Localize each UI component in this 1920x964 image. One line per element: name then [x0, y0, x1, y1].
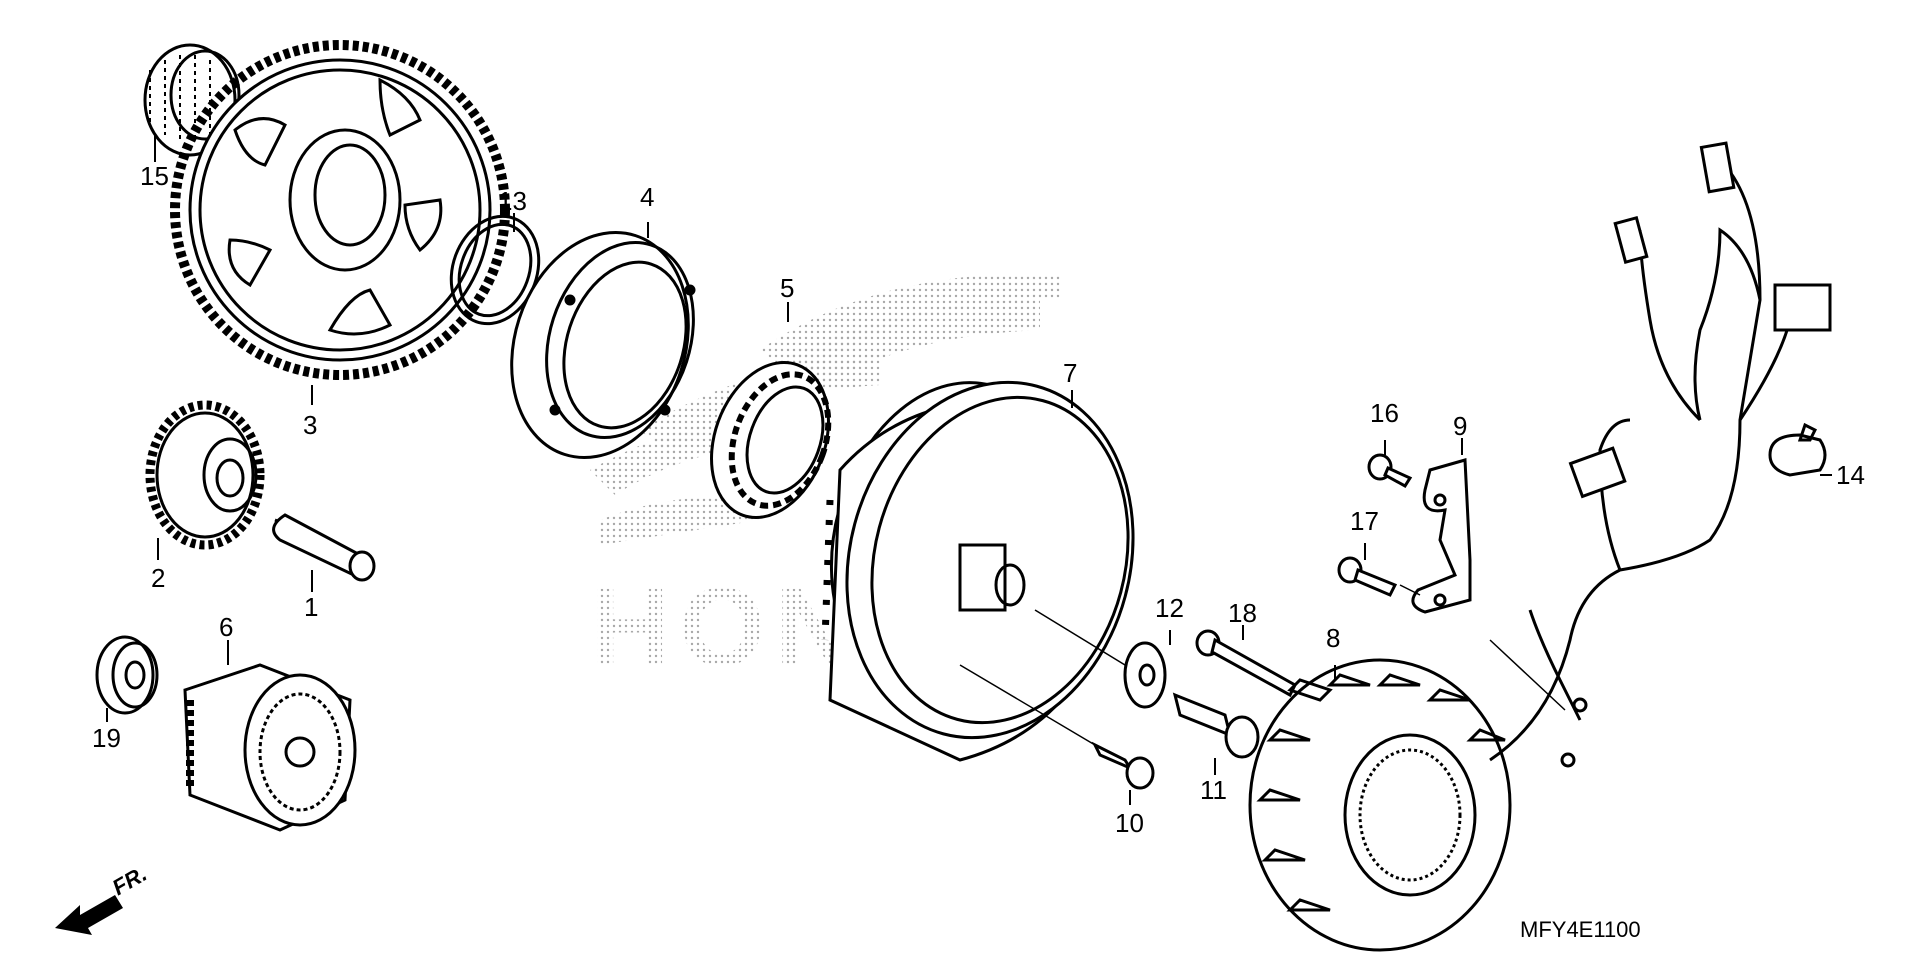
callout-18: 18	[1228, 598, 1257, 628]
bolt-part-17	[1337, 543, 1421, 597]
washer-part-12	[1034, 609, 1171, 709]
callout-4: 4	[640, 182, 655, 212]
front-direction-arrow-icon	[55, 895, 123, 935]
starter-driven-gear-part-3	[170, 40, 510, 405]
clutch-outer-part-4	[510, 222, 696, 459]
callout-19: 19	[92, 723, 121, 753]
callout-5: 5	[780, 273, 795, 303]
callout-13: 13	[498, 186, 527, 216]
callout-7: 7	[1063, 358, 1078, 388]
callout-12: 12	[1155, 593, 1184, 623]
idle-gear-part-2	[145, 400, 265, 560]
one-way-clutch-part-5	[710, 302, 832, 519]
bolt-part-16	[1367, 440, 1413, 488]
wire-harness	[1489, 141, 1832, 768]
callout-8: 8	[1326, 623, 1341, 653]
callout-14: 14	[1836, 460, 1865, 490]
bolt-part-18	[1195, 625, 1297, 698]
callout-10: 10	[1115, 808, 1144, 838]
drawing-code: MFY4E1100	[1520, 917, 1641, 942]
bolt-part-10	[959, 664, 1155, 805]
callout-16: 16	[1370, 398, 1399, 428]
flywheel-bolt-part-11	[1172, 692, 1260, 775]
callout-11: 11	[1200, 775, 1227, 805]
callout-3: 3	[303, 410, 318, 440]
stator-part-8	[1248, 658, 1512, 952]
callout-17: 17	[1350, 506, 1379, 536]
flywheel-part-7	[821, 380, 1135, 762]
ball-bearing-part-19	[95, 635, 159, 722]
callout-2: 2	[151, 563, 166, 593]
callout-9: 9	[1453, 411, 1468, 441]
shaft-part-1	[272, 513, 376, 592]
bracket-part-9	[1411, 438, 1472, 614]
callout-1: 1	[304, 592, 319, 622]
needle-bearing-part-15	[143, 43, 241, 162]
starter-clutch-part-6	[183, 640, 357, 832]
callout-15: 15	[140, 161, 169, 191]
clamp-part-14	[1768, 422, 1832, 477]
callout-6: 6	[219, 612, 234, 642]
